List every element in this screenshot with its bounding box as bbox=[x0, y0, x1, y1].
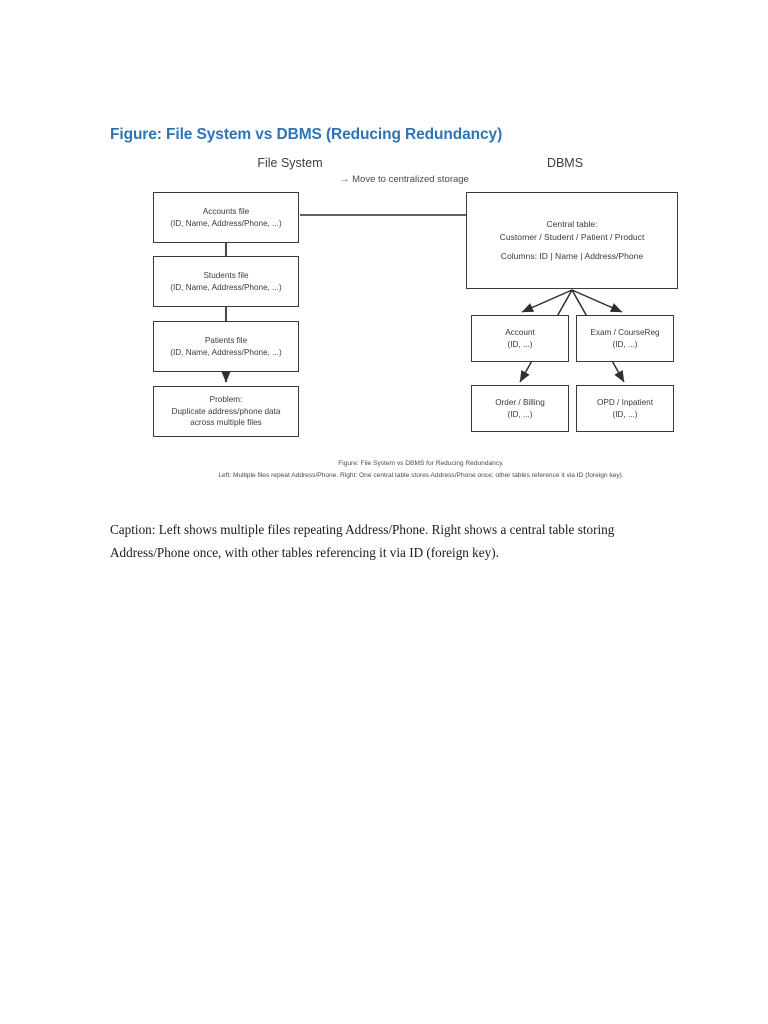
node-order-billing-line2: (ID, ...) bbox=[507, 409, 533, 419]
arrow-central-to-account bbox=[521, 289, 573, 313]
node-order-billing-line1: Order / Billing bbox=[495, 397, 545, 407]
page-title: Figure: File System vs DBMS (Reducing Re… bbox=[110, 126, 503, 143]
figure-caption-line1: Figure: File System vs DBMS for Reducing… bbox=[338, 460, 504, 467]
node-problem-line3: across multiple files bbox=[190, 418, 262, 428]
transition-arrow-label: → Move to centralized storage bbox=[340, 174, 469, 185]
node-account-line2: (ID, ...) bbox=[507, 339, 533, 349]
node-account[interactable]: Account (ID, ...) bbox=[471, 315, 569, 362]
figure-caption-line2: Left: Multiple files repeat Address/Phon… bbox=[218, 471, 624, 479]
node-accounts-file-line1: Accounts file bbox=[202, 206, 250, 216]
arrow-central-to-exam bbox=[571, 289, 623, 313]
node-problem[interactable]: Problem: Duplicate address/phone data ac… bbox=[153, 386, 299, 437]
node-exam-coursereg-line1: Exam / CourseReg bbox=[590, 327, 660, 337]
node-accounts-file[interactable]: Accounts file (ID, Name, Address/Phone, … bbox=[153, 192, 299, 243]
node-accounts-file-line2: (ID, Name, Address/Phone, ...) bbox=[170, 218, 282, 228]
figure-caption: Figure: File System vs DBMS for Reducing… bbox=[128, 458, 714, 481]
node-patients-file-line2: (ID, Name, Address/Phone, ...) bbox=[170, 347, 282, 357]
node-opd-inpatient[interactable]: OPD / Inpatient (ID, ...) bbox=[576, 385, 674, 432]
node-exam-coursereg-line2: (ID, ...) bbox=[612, 339, 638, 349]
node-students-file-line2: (ID, Name, Address/Phone, ...) bbox=[170, 282, 282, 292]
node-students-file-line1: Students file bbox=[203, 270, 249, 280]
node-opd-inpatient-line2: (ID, ...) bbox=[612, 409, 638, 419]
body-caption-paragraph: Caption: Left shows multiple files repea… bbox=[110, 522, 615, 560]
node-opd-inpatient-line1: OPD / Inpatient bbox=[597, 397, 653, 407]
node-central-table-line2: Customer / Student / Patient / Product bbox=[499, 231, 645, 242]
node-patients-file-line1: Patients file bbox=[204, 335, 248, 345]
column-title-dbms: DBMS bbox=[546, 156, 584, 170]
node-problem-line2: Duplicate address/phone data bbox=[171, 406, 281, 416]
figure-diagram: File System DBMS → Move to centralized s… bbox=[128, 152, 714, 492]
node-exam-coursereg[interactable]: Exam / CourseReg (ID, ...) bbox=[576, 315, 674, 362]
node-account-line1: Account bbox=[505, 327, 535, 337]
column-title-file-system: File System bbox=[257, 156, 323, 170]
node-order-billing[interactable]: Order / Billing (ID, ...) bbox=[471, 385, 569, 432]
node-patients-file[interactable]: Patients file (ID, Name, Address/Phone, … bbox=[153, 321, 299, 372]
node-students-file[interactable]: Students file (ID, Name, Address/Phone, … bbox=[153, 256, 299, 307]
node-central-table-line1: Central table: bbox=[546, 219, 598, 230]
node-central-table[interactable]: Central table: Customer / Student / Pati… bbox=[466, 192, 678, 289]
node-problem-line1: Problem: bbox=[209, 394, 243, 404]
node-central-table-columns: Columns: ID | Name | Address/Phone bbox=[500, 251, 644, 262]
